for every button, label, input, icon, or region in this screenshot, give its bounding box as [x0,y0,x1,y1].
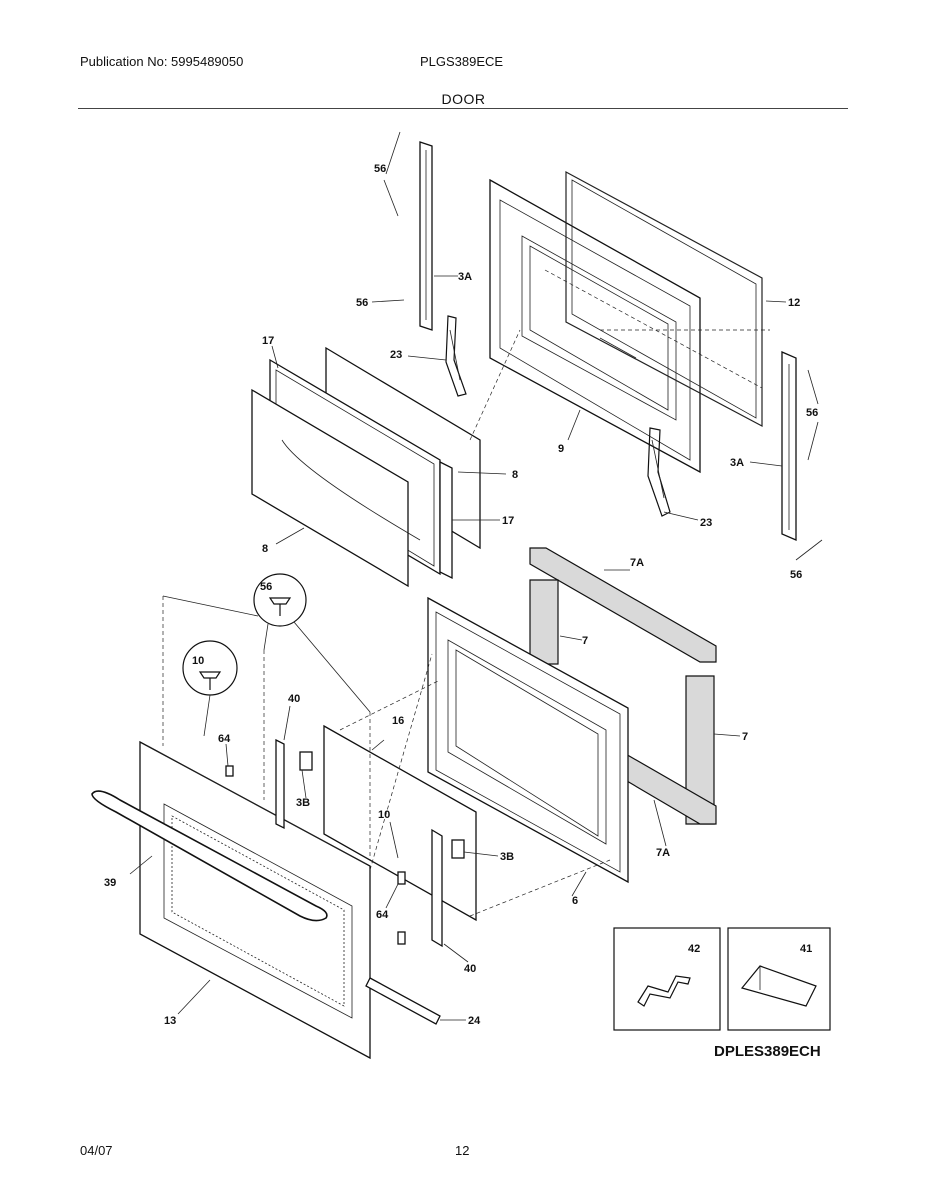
side-trim-left [419,141,433,331]
outer-door [91,740,371,1060]
model-number: PLGS389ECE [420,54,504,69]
callout-7: 7 [742,731,748,743]
inner-door-liner [489,178,701,474]
callout-56: 56 [374,163,386,175]
screw-56-detail [162,573,371,713]
clip-64-bottom [397,931,406,945]
screw-10-detail [182,640,238,737]
callout-6: 6 [572,895,578,907]
callout-40: 40 [288,693,300,705]
callout-64: 64 [218,733,231,745]
callout-56: 56 [790,569,802,581]
clip-3b-left [299,751,313,771]
section-title: DOOR [441,91,486,107]
callout-3b: 3B [296,797,310,809]
callout-7: 7 [582,635,588,647]
callout-10: 10 [378,809,390,821]
callout-7a: 7A [656,847,670,859]
callout-10: 10 [192,655,204,667]
callout-3b: 3B [500,851,514,863]
callout-24: 24 [468,1015,481,1027]
callout-64: 64 [376,909,389,921]
inset-part-42 [613,927,721,1031]
callout-3a: 3A [730,457,744,469]
callout-17: 17 [262,335,274,347]
inset-part-41 [727,927,831,1031]
callout-8: 8 [512,469,518,481]
hinge-left [445,315,467,397]
hinge-right [647,427,671,517]
callout-56: 56 [356,297,368,309]
callout-39: 39 [104,877,116,889]
page-number: 12 [455,1143,470,1158]
door-bracket-bottom [365,977,441,1025]
callout-8: 8 [262,543,268,555]
callout-7a: 7A [630,557,644,569]
clip-64-upper [225,765,234,777]
callout-17: 17 [502,515,514,527]
callout-40: 40 [464,963,476,975]
diagram-code: DPLES389ECH [714,1043,821,1060]
header-rule [78,108,848,109]
callout-41: 41 [800,943,812,955]
callout-42: 42 [688,943,700,955]
callout-56: 56 [260,581,272,593]
callout-13: 13 [164,1015,176,1027]
callout-56: 56 [806,407,818,419]
footer-date: 04/07 [80,1143,113,1158]
callout-23: 23 [700,517,712,529]
callout-12: 12 [788,297,800,309]
publication-number: Publication No: 5995489050 [80,54,244,69]
door-channel-left [275,738,285,830]
door-channel-right [431,828,443,948]
leader-lines [129,131,823,1021]
door-gasket [565,170,763,427]
callout-16: 16 [392,715,404,727]
callout-3a: 3A [458,271,472,283]
clip-64-lower [397,871,406,885]
callout-23: 23 [390,349,402,361]
side-trim-right [781,351,797,541]
callout-9: 9 [558,443,564,455]
clip-3b-right [451,839,465,859]
door-inner-panel [427,596,629,884]
